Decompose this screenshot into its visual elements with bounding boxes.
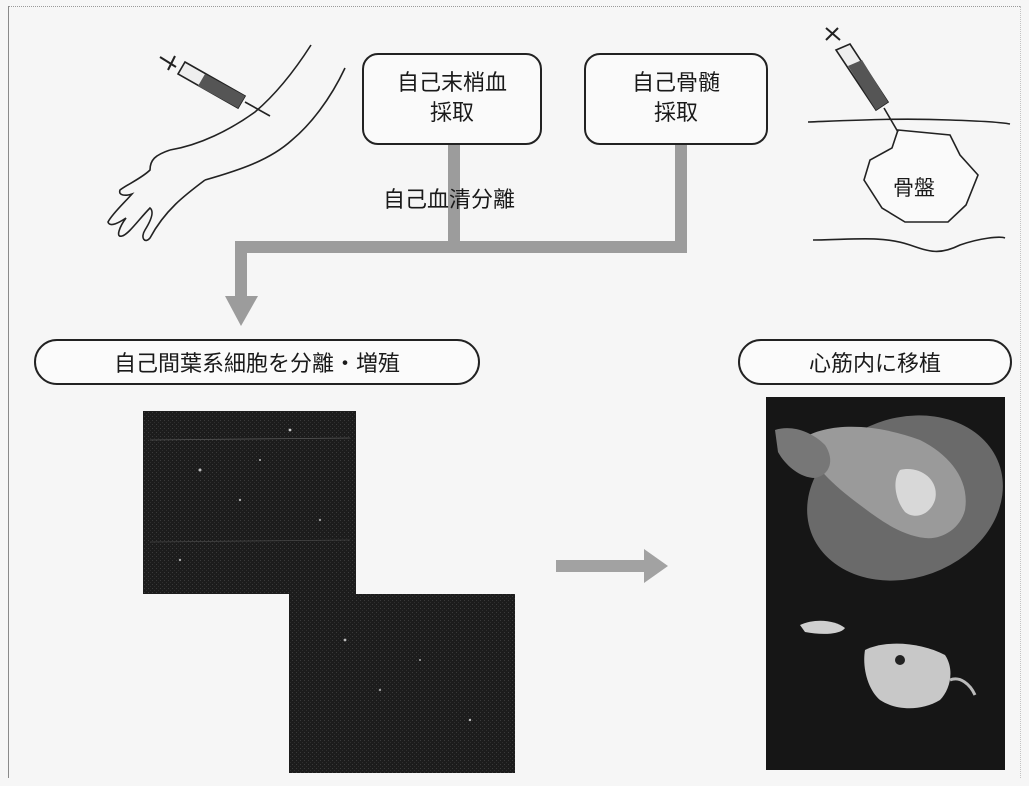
serum-separation-label: 自己血清分離 [383, 188, 516, 213]
box-peripheral-blood-collection: 自己末梢血 採取 [362, 53, 542, 145]
box-bone-marrow-line1: 自己骨髄 [631, 71, 720, 96]
connector-marrow-vertical [675, 145, 687, 253]
connector-horizontal [235, 241, 687, 253]
frame-border-right [1020, 6, 1021, 778]
box-peripheral-blood-line1: 自己末梢血 [396, 71, 507, 96]
step-intramyocardial-transplant: 心筋内に移植 [738, 339, 1012, 385]
connector-blood-vertical [448, 145, 460, 253]
arrow-right [556, 549, 668, 583]
frame-border-left [8, 6, 9, 778]
box-peripheral-blood-line2: 採取 [429, 101, 474, 126]
cell-micrograph-1 [143, 411, 356, 594]
step-isolate-expand-cells: 自己間葉系細胞を分離・増殖 [34, 339, 480, 385]
cell-micrograph-2 [289, 594, 515, 773]
arrow-down-head [225, 296, 258, 326]
syringe-left-icon [159, 55, 271, 117]
box-bone-marrow-line2: 採取 [653, 101, 698, 126]
connector-down [235, 241, 247, 299]
pelvis-illustration [807, 118, 1011, 253]
heart-photo [766, 397, 1005, 770]
pelvis-label: 骨盤 [893, 176, 935, 200]
frame-border-top [8, 6, 1020, 7]
connector-lines [225, 145, 687, 326]
box-bone-marrow-collection: 自己骨髄 採取 [584, 53, 768, 145]
arm-illustration [107, 44, 346, 242]
syringe-right-icon [825, 27, 899, 133]
